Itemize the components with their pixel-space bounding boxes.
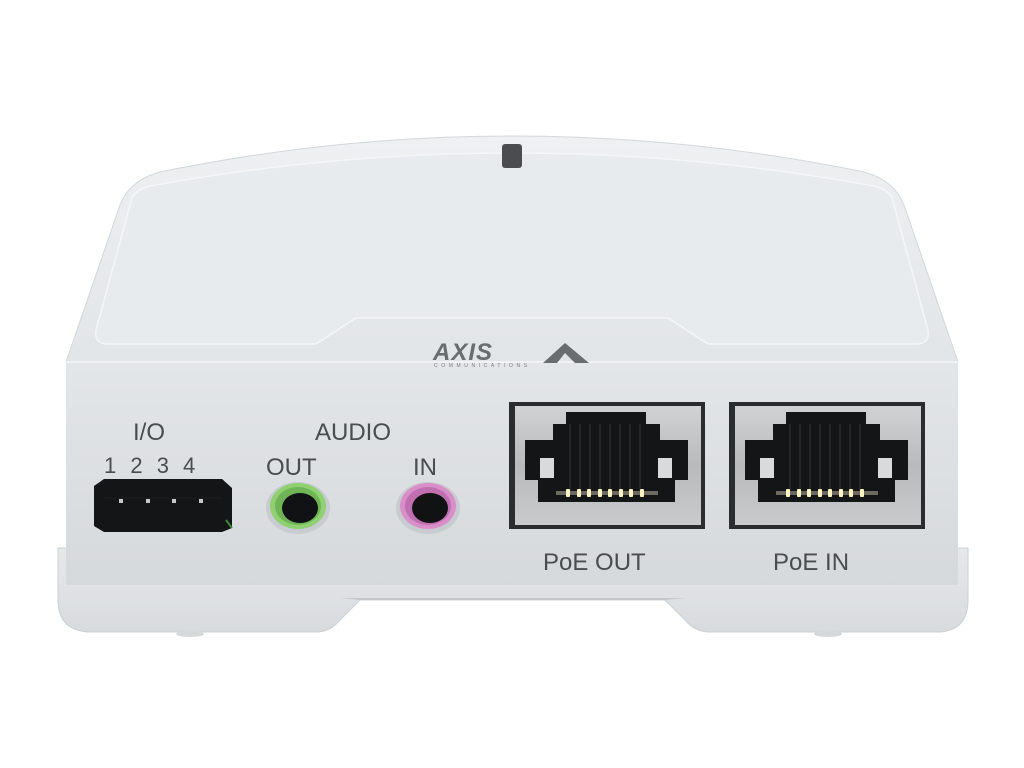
- io-pin-numbers: 1 2 3 4: [104, 453, 200, 478]
- audio-in-jack-icon: [396, 482, 460, 534]
- io-connector-icon: [94, 479, 233, 532]
- audio-out-jack-icon: [266, 482, 330, 534]
- axis-logo: AXIS COMMUNICATIONS: [433, 341, 593, 371]
- audio-out-label: OUT: [266, 454, 317, 481]
- poe-out-label: PoE OUT: [543, 549, 646, 576]
- poe-in-rj45-port-icon: [729, 402, 925, 529]
- status-led-icon: [502, 144, 522, 168]
- io-label: I/O: [133, 419, 166, 446]
- brand-name: AXIS: [433, 339, 494, 366]
- poe-out-rj45-port-icon: [509, 402, 705, 529]
- axis-triangle-icon: [543, 343, 589, 363]
- audio-in-label: IN: [413, 454, 437, 481]
- audio-label: AUDIO: [315, 419, 392, 446]
- brand-subtitle: COMMUNICATIONS: [434, 363, 531, 369]
- poe-in-label: PoE IN: [773, 549, 850, 576]
